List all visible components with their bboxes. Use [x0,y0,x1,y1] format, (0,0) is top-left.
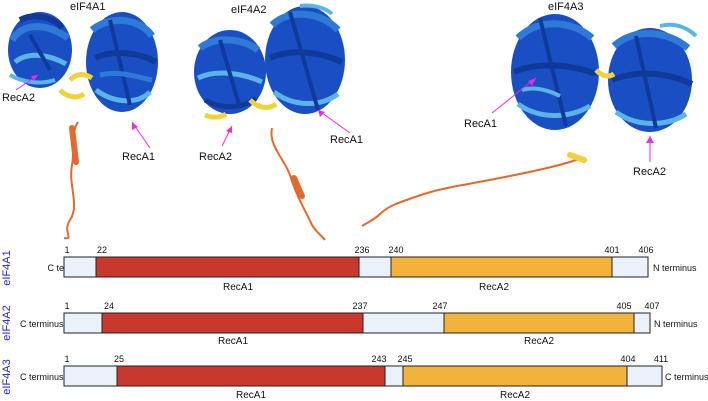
structure-title: eIF4A3 [548,1,583,13]
residue-position: 236 [354,245,369,255]
structure-label-reca1: RecA1 [122,151,155,163]
domain-reca1 [95,256,360,278]
residue-position: 407 [644,301,659,311]
terminus-left-label: C terminus [20,319,64,329]
arrowhead-icon [31,75,38,81]
residue-position: 22 [97,245,107,255]
domain-reca2 [390,256,613,278]
tail-eif4a3 [361,157,583,227]
tail-helix-eif4a1 [69,125,79,165]
arrowhead-icon [226,126,232,133]
arrowhead-icon [528,78,536,86]
tail-helix-eif4a3 [567,152,587,163]
residue-position: 240 [388,245,403,255]
structure-eif4a3: eIF4A3 RecA1 RecA2 [361,1,698,227]
residue-position: 247 [432,301,447,311]
residue-position: 406 [638,245,653,255]
terminus-right-label: C terminus [665,372,708,382]
lobe-reca1-eif4a2 [265,3,345,114]
domain-map-eif4a1: eIF4A1 C terminus N terminus 1 22 236 24… [1,245,697,293]
residue-position: 24 [104,301,114,311]
structure-title: eIF4A1 [70,1,105,13]
n-segment [63,256,97,278]
lobe-reca2-eif4a3 [608,22,698,132]
domain-label-reca1: RecA1 [218,336,248,347]
residue-position: 405 [616,301,631,311]
residue-position: 411 [654,354,668,364]
lobe-reca2-eif4a1 [8,12,72,88]
terminus-right-label: N terminus [654,319,698,329]
residue-position: 401 [604,245,619,255]
terminus-left-label: C terminus [20,372,64,382]
structure-eif4a1: eIF4A1 RecA2 RecA1 [2,1,158,240]
tail-eif4a2 [270,127,326,241]
residue-position: 1 [64,301,69,311]
domain-label-reca2: RecA2 [524,336,554,347]
arrowhead-icon [132,122,138,130]
residue-position: 404 [620,354,635,364]
linker-yellow-eif4a2 [204,98,278,120]
terminus-right-label: N terminus [653,263,697,273]
arrow-reca1-eif4a3 [491,77,537,114]
structure-label-reca1: RecA1 [464,118,497,130]
domain-label-reca1: RecA1 [223,282,253,293]
domain-map-eif4a2: eIF4A2 C terminus N terminus 1 24 237 24… [1,301,698,347]
domain-map-side-label: eIF4A2 [1,305,13,340]
residue-position: 245 [397,354,412,364]
domain-label-reca2: RecA2 [479,282,509,293]
tail-helix-eif4a2 [291,175,305,199]
arrowhead-icon [318,110,325,117]
residue-position: 25 [114,354,124,364]
lobe-reca1-eif4a1 [86,12,158,112]
structure-label-reca2: RecA2 [2,92,35,104]
arrow-reca1-eif4a2 [317,109,351,134]
domain-map-side-label: eIF4A1 [1,250,13,285]
structure-eif4a2: eIF4A2 RecA2 RecA1 [194,3,363,241]
domain-label-reca1: RecA1 [236,390,266,401]
linker-yellow-eif4a1 [58,72,94,100]
domain-reca1 [101,312,364,334]
structure-label-reca1: RecA1 [330,134,363,146]
structure-label-reca2: RecA2 [633,166,666,178]
structure-label-reca2: RecA2 [199,151,232,163]
lobe-reca1-eif4a3 [511,14,599,130]
arrowhead-icon [646,136,654,143]
domain-reca2 [443,312,635,334]
residue-position: 237 [352,301,367,311]
domain-reca2 [402,365,628,387]
residue-position: 1 [64,354,69,364]
domain-map-side-label: eIF4A3 [1,359,13,394]
linker-yellow-eif4a3 [594,68,616,79]
domain-reca1 [116,365,386,387]
structure-title: eIF4A2 [231,4,266,16]
residue-position: 243 [371,354,386,364]
residue-position: 1 [64,245,69,255]
domain-label-reca2: RecA2 [500,390,530,401]
domain-map-eif4a3: eIF4A3 C terminus C terminus 1 25 243 24… [1,354,708,401]
